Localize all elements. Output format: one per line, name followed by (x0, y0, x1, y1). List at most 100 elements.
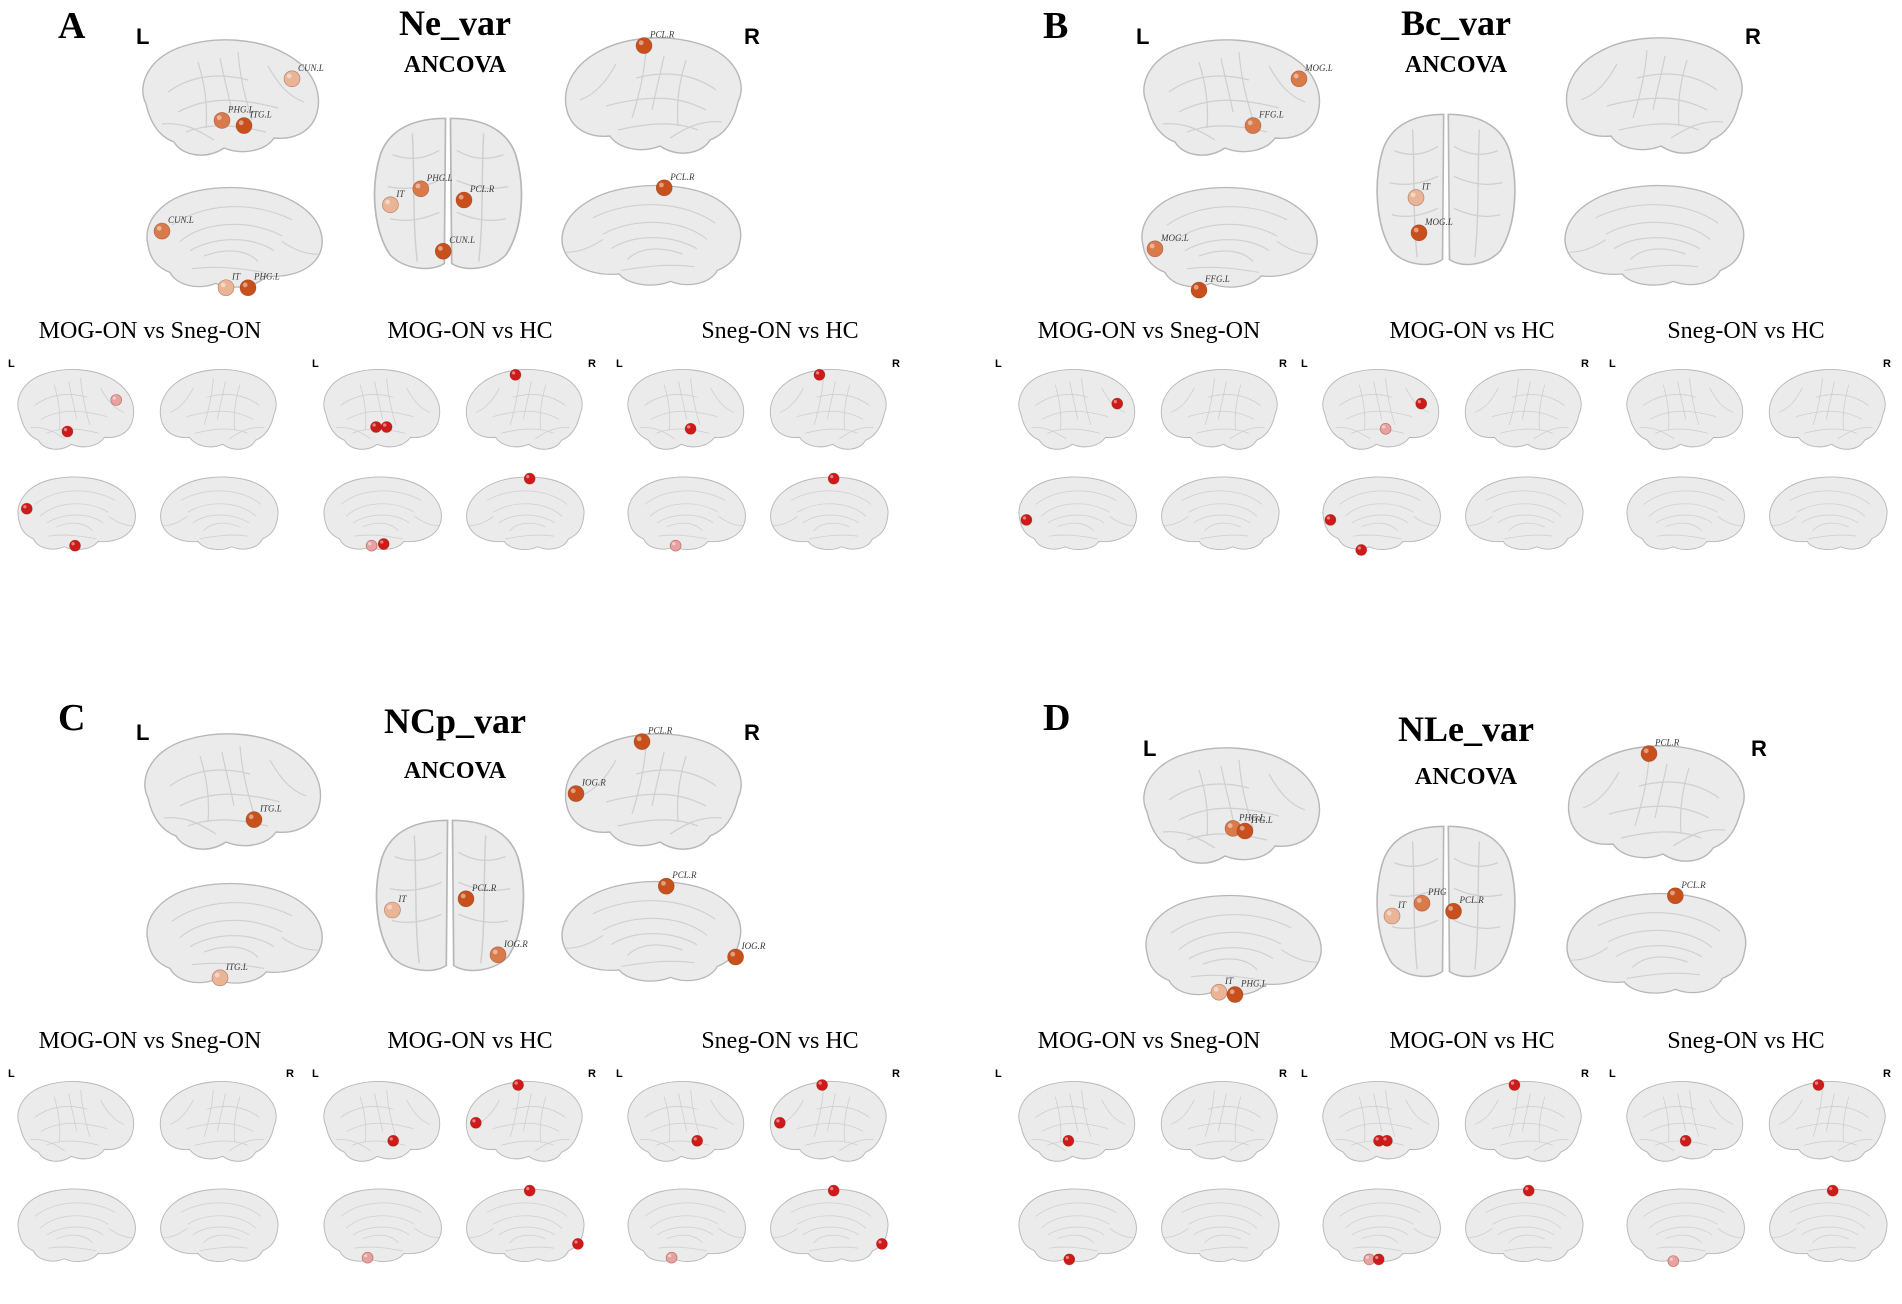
sulcus-line (180, 490, 262, 505)
sulcus-line (1654, 763, 1668, 819)
node-highlight (693, 1137, 697, 1141)
node-highlight (1365, 1255, 1370, 1260)
brain-dorsal: MOG.LIT (1376, 113, 1516, 266)
sulcus-line (1569, 239, 1607, 253)
sulcus-line (1361, 1234, 1398, 1244)
sulcus-line (1613, 237, 1701, 250)
region-node (489, 946, 507, 964)
comparison-title: MOG-ON vs Sneg-ON (1037, 1028, 1261, 1054)
sulcus-line (1186, 266, 1260, 273)
metric-title: Bc_var (1401, 3, 1511, 43)
hemisphere-outline (627, 476, 746, 550)
sulcus-line (1276, 241, 1314, 255)
sulcus-line (492, 1122, 560, 1132)
sulcus-line (1485, 490, 1567, 505)
sulcus-line (203, 946, 259, 958)
sulcus-line (1268, 65, 1306, 103)
sulcus-line (509, 377, 520, 426)
comparison-title: MOG-ON vs Sneg-ON (38, 1028, 262, 1054)
sulcus-line (1200, 1246, 1249, 1252)
sulcus-line (1795, 1122, 1863, 1132)
hemisphere-outline (770, 476, 889, 550)
region-label: ITG.L (249, 110, 272, 120)
sulcus-line (1677, 381, 1687, 420)
right-hemisphere-label: R (892, 358, 900, 370)
sulcus-line (690, 1089, 701, 1138)
sulcus-line (1808, 1246, 1857, 1252)
sulcus-line (1649, 410, 1717, 420)
region-node (434, 242, 452, 260)
brain-right-medial (1161, 1188, 1280, 1262)
sulcus-line (478, 133, 485, 262)
sulcus-line (512, 1106, 566, 1118)
hemisphere-outline (627, 1188, 746, 1262)
sulcus-line (710, 387, 735, 413)
sulcus-line (656, 1140, 710, 1146)
region-node (876, 1238, 888, 1250)
sulcus-line (229, 427, 264, 440)
sulcus-line (1842, 384, 1850, 431)
region-node (1410, 224, 1428, 242)
region-label: ITG.L (259, 804, 282, 814)
sulcus-line (191, 266, 265, 273)
sulcus-line (1405, 1099, 1430, 1125)
sulcus-line (1772, 1227, 1797, 1238)
left-hemisphere-label: L (1143, 736, 1157, 761)
sulcus-line (1178, 99, 1280, 113)
region-node (827, 472, 840, 485)
sulcus-line (1198, 250, 1254, 262)
sulcus-line (1485, 1202, 1567, 1217)
sulcus-line (816, 1106, 870, 1118)
sulcus-line (509, 1234, 546, 1244)
region-label: PHG.L (253, 272, 280, 282)
brain-right-lateral (1565, 37, 1743, 154)
region-node (382, 196, 399, 214)
sulcus-line (1453, 207, 1501, 218)
sulcus-line (1511, 394, 1565, 406)
sulcus-line (219, 57, 233, 113)
sulcus-line (1474, 841, 1481, 970)
comparison-title: Sneg-ON vs HC (701, 318, 859, 344)
comparison-title: MOG-ON vs HC (387, 1028, 553, 1054)
sulcus-line (203, 1089, 214, 1138)
sulcus-line (1047, 514, 1105, 524)
hemisphere-outline (1626, 476, 1745, 550)
region-node (377, 538, 390, 550)
sulcus-line (1474, 129, 1481, 258)
node-highlight (1643, 748, 1649, 754)
sulcus-line (203, 1234, 240, 1244)
region-node (110, 394, 123, 406)
sulcus-line (1385, 377, 1396, 426)
region-label: IOG.R (581, 778, 606, 788)
left-hemisphere-label: L (1301, 1068, 1308, 1080)
sulcus-line (1492, 1215, 1562, 1229)
node-highlight (286, 73, 292, 79)
sulcus-line (650, 410, 718, 420)
region-label: PCL.R (471, 883, 497, 893)
sulcus-line (678, 381, 688, 420)
sulcus-line (281, 937, 319, 951)
sulcus-line (839, 1139, 874, 1152)
sulcus-line (1803, 1140, 1857, 1146)
brain-left-medial (1322, 476, 1441, 556)
sulcus-line (797, 503, 867, 517)
sulcus-line (509, 522, 546, 532)
sulcus-line (1538, 1096, 1546, 1143)
sulcus-line (649, 503, 719, 517)
panel-d: D L R NLe_var ANCOVA MOG-ON vs Sneg-ON M… (951, 652, 1902, 1304)
left-hemisphere-label: L (136, 24, 150, 49)
right-hemisphere-label: R (588, 358, 596, 370)
sulcus-line (1234, 384, 1242, 431)
sulcus-line (177, 99, 279, 113)
sulcus-line (1624, 264, 1698, 271)
sulcus-line (359, 384, 367, 431)
region-node (1146, 240, 1164, 258)
region-node (509, 368, 522, 381)
region-node (1522, 1184, 1535, 1197)
node-highlight (1113, 400, 1117, 404)
region-node (61, 425, 74, 438)
node-highlight (23, 505, 27, 509)
sulcus-line (30, 427, 65, 440)
sulcus-line (1207, 1106, 1261, 1118)
node-highlight (1247, 120, 1253, 126)
